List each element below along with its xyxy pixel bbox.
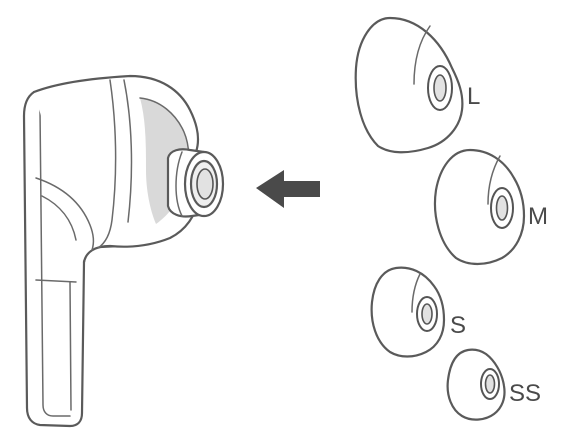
eartip-extra-small-body: [446, 348, 506, 421]
earbud-stem-edge: [39, 109, 71, 417]
eartip-extra-small-label: SS: [509, 380, 541, 407]
eartip-medium-body: [433, 148, 526, 266]
eartip-extra-small: SS: [446, 348, 541, 421]
earbud-icon: [22, 74, 225, 428]
eartip-small: S: [370, 266, 466, 358]
eartip-small-label: S: [450, 312, 466, 339]
eartip-large-label: L: [467, 83, 480, 110]
eartip-medium: M: [433, 148, 548, 266]
arrow-left-icon: [256, 170, 320, 208]
eartip-small-body: [370, 266, 446, 358]
eartip-large-body: [354, 16, 464, 154]
eartip-large: L: [354, 16, 480, 154]
eartip-medium-label: M: [528, 203, 548, 230]
